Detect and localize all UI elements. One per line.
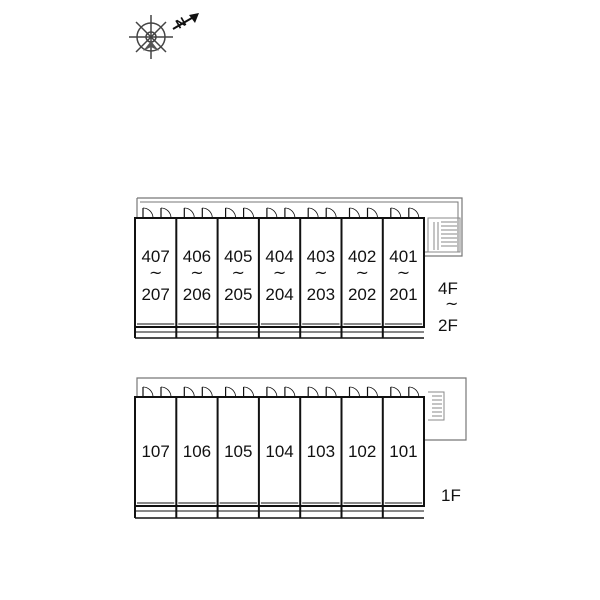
unit-number-bottom: 202 xyxy=(348,285,376,304)
unit-range-sep: ~ xyxy=(232,263,245,282)
unit-cell-upper: 405~205 xyxy=(216,207,257,338)
door-icon xyxy=(307,207,337,219)
door-icon xyxy=(183,207,213,219)
unit-number-top: 402 xyxy=(348,247,376,266)
door-icon xyxy=(266,386,296,398)
upper-floor-sep-label: ~ xyxy=(445,294,458,313)
unit-cell-upper: 404~204 xyxy=(257,207,299,338)
unit-cell-lower: 102 xyxy=(340,386,381,518)
unit-cell-upper: 407~207 xyxy=(134,207,175,338)
door-icon xyxy=(183,386,213,398)
door-icon xyxy=(266,207,296,219)
unit-cell-lower: 101 xyxy=(381,386,423,518)
unit-number-bottom: 206 xyxy=(183,285,211,304)
door-icon xyxy=(390,207,420,219)
unit-cell-lower: 106 xyxy=(175,386,216,518)
compass-north-label: N xyxy=(173,14,189,32)
unit-cell-upper: 402~202 xyxy=(340,207,381,338)
unit-number-bottom: 207 xyxy=(141,285,169,304)
unit-number-bottom: 201 xyxy=(389,285,417,304)
stair-icon xyxy=(428,391,445,421)
unit-number-bottom: 205 xyxy=(224,285,252,304)
unit-cell-lower: 107 xyxy=(134,386,175,518)
unit-number-top: 407 xyxy=(141,247,169,266)
unit-range-sep: ~ xyxy=(273,263,286,282)
unit-range-sep: ~ xyxy=(355,263,368,282)
unit-number-bottom: 204 xyxy=(265,285,293,304)
door-icon xyxy=(142,386,172,398)
stair-icon xyxy=(427,217,461,253)
door-icon xyxy=(225,386,254,398)
unit-number: 102 xyxy=(348,442,376,461)
unit-cell-upper: 406~206 xyxy=(175,207,216,338)
door-icon xyxy=(142,207,172,219)
unit-cell-lower: 103 xyxy=(299,386,340,518)
unit-number: 104 xyxy=(265,442,293,461)
lower-floor-label: 1F xyxy=(441,486,461,505)
unit-cell-upper: 401~201 xyxy=(381,207,423,338)
north-arrow-compass-icon: N xyxy=(129,13,199,59)
upper-floor-bottom-label: 2F xyxy=(438,316,458,335)
door-icon xyxy=(390,386,420,398)
unit-number: 101 xyxy=(389,442,417,461)
unit-number-top: 406 xyxy=(183,247,211,266)
door-icon xyxy=(348,207,378,219)
unit-cell-lower: 104 xyxy=(257,386,299,518)
upper-block: 407~207406~206405~205404~204403~203402~2… xyxy=(134,197,463,339)
door-icon xyxy=(348,386,378,398)
unit-number: 105 xyxy=(224,442,252,461)
door-icon xyxy=(307,386,337,398)
unit-number-bottom: 203 xyxy=(307,285,335,304)
unit-cell-lower: 105 xyxy=(216,386,257,518)
door-icon xyxy=(225,207,254,219)
unit-number: 103 xyxy=(307,442,335,461)
unit-number-top: 403 xyxy=(307,247,335,266)
upper-floor-top-label: 4F xyxy=(438,279,458,298)
unit-number-top: 405 xyxy=(224,247,252,266)
unit-number-top: 404 xyxy=(265,247,293,266)
unit-range-sep: ~ xyxy=(397,263,410,282)
unit-number-top: 401 xyxy=(389,247,417,266)
unit-number: 106 xyxy=(183,442,211,461)
unit-number: 107 xyxy=(141,442,169,461)
unit-range-sep: ~ xyxy=(149,263,162,282)
unit-cell-upper: 403~203 xyxy=(299,207,340,338)
unit-range-sep: ~ xyxy=(314,263,327,282)
unit-range-sep: ~ xyxy=(190,263,203,282)
lower-block: 107 106 105 104 103 102 101 1F xyxy=(134,377,467,519)
